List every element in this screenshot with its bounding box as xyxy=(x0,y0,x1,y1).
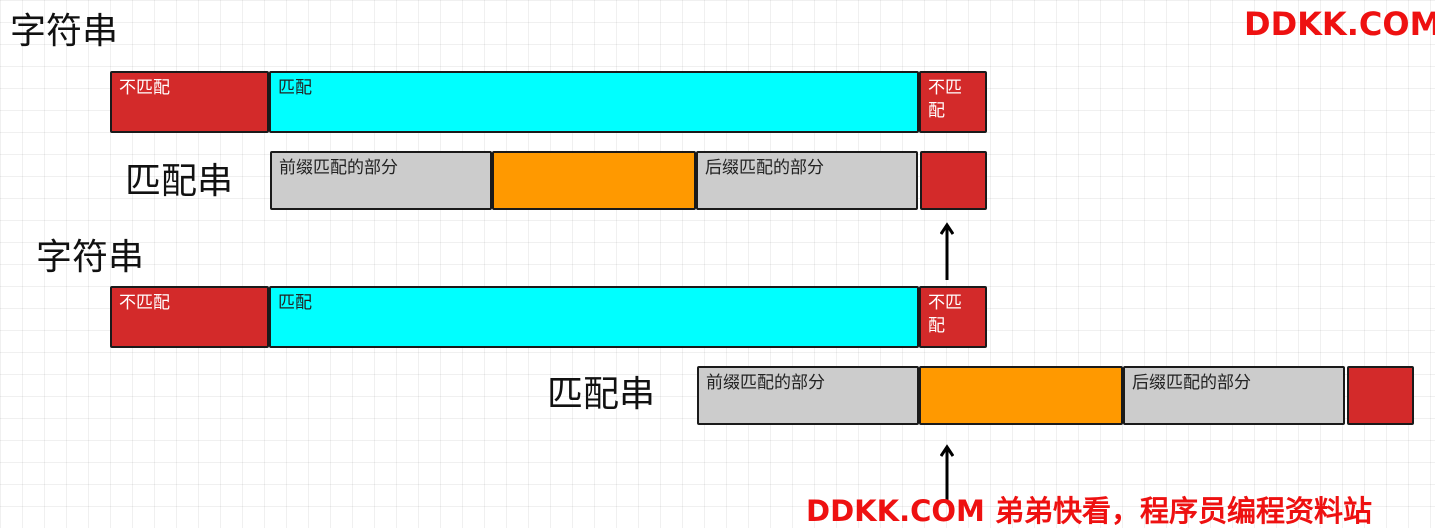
pattern-bottom-suffix: 后缀匹配的部分 xyxy=(1123,366,1345,425)
string-top-mismatch-right: 不匹配 xyxy=(919,71,987,133)
up-arrow-icon xyxy=(940,222,954,280)
pattern-top-suffix: 后缀匹配的部分 xyxy=(696,151,918,210)
cell-text: 后缀匹配的部分 xyxy=(705,158,824,178)
cell-text: 不匹配 xyxy=(928,293,962,336)
cell-text: 后缀匹配的部分 xyxy=(1132,373,1251,393)
pattern-top-prefix: 前缀匹配的部分 xyxy=(270,151,492,210)
string-bottom-mismatch-right: 不匹配 xyxy=(919,286,987,348)
cell-text: 不匹配 xyxy=(119,293,170,313)
string-label-top: 字符串 xyxy=(10,11,119,52)
watermark-top: DDKK.COM xyxy=(1244,5,1435,43)
string-label-bottom: 字符串 xyxy=(36,237,145,278)
pattern-top-mismatch xyxy=(920,151,987,210)
cell-text: 匹配 xyxy=(278,78,312,98)
pattern-bottom-prefix: 前缀匹配的部分 xyxy=(697,366,919,425)
pattern-label-bottom: 匹配串 xyxy=(547,374,656,415)
string-top-match: 匹配 xyxy=(269,71,919,133)
cell-text: 前缀匹配的部分 xyxy=(279,158,398,178)
pattern-bottom-mismatch xyxy=(1347,366,1414,425)
pattern-top-middle xyxy=(492,151,696,210)
pattern-label-top: 匹配串 xyxy=(125,161,234,202)
cell-text: 匹配 xyxy=(278,293,312,313)
pattern-bottom-middle xyxy=(919,366,1123,425)
string-bottom-match: 匹配 xyxy=(269,286,919,348)
cell-text: 前缀匹配的部分 xyxy=(706,373,825,393)
watermark-bottom: DDKK.COM 弟弟快看，程序员编程资料站 xyxy=(806,494,1372,528)
string-top-mismatch-left: 不匹配 xyxy=(110,71,269,133)
cell-text: 不匹配 xyxy=(928,78,962,121)
up-arrow-icon xyxy=(940,444,954,502)
string-bottom-mismatch-left: 不匹配 xyxy=(110,286,269,348)
cell-text: 不匹配 xyxy=(119,78,170,98)
